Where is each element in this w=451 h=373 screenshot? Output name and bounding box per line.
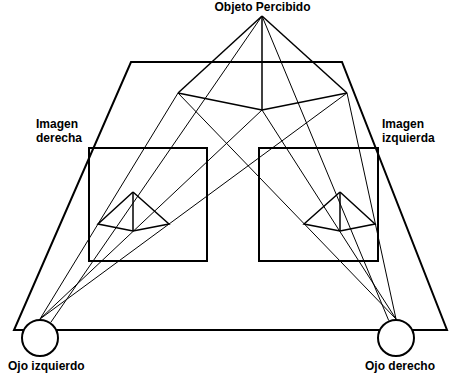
projected-pyramid (304, 192, 375, 231)
sight-line (51, 16, 262, 322)
shape-label: Objeto Percibido (170, 0, 355, 14)
eye-circle: Ojo izquierdo (21, 319, 59, 357)
projection-lines (40, 93, 396, 319)
shape-label: Ojo izquierdo (8, 359, 85, 373)
shape-label: Imagen izquierda (382, 117, 446, 145)
eye-circle: Ojo derecho (377, 319, 415, 357)
shape-label: Ojo derecho (365, 359, 435, 373)
perceived-object: Objeto Percibido (170, 0, 355, 145)
projected-pyramid (98, 192, 169, 231)
perspective-plane (14, 62, 447, 330)
image-frame: Imagen derecha (88, 147, 208, 262)
pyramid-outline (170, 0, 355, 145)
sight-line (262, 16, 389, 320)
shape-label: Imagen derecha (36, 117, 96, 145)
image-frame: Imagen izquierda (258, 147, 379, 262)
